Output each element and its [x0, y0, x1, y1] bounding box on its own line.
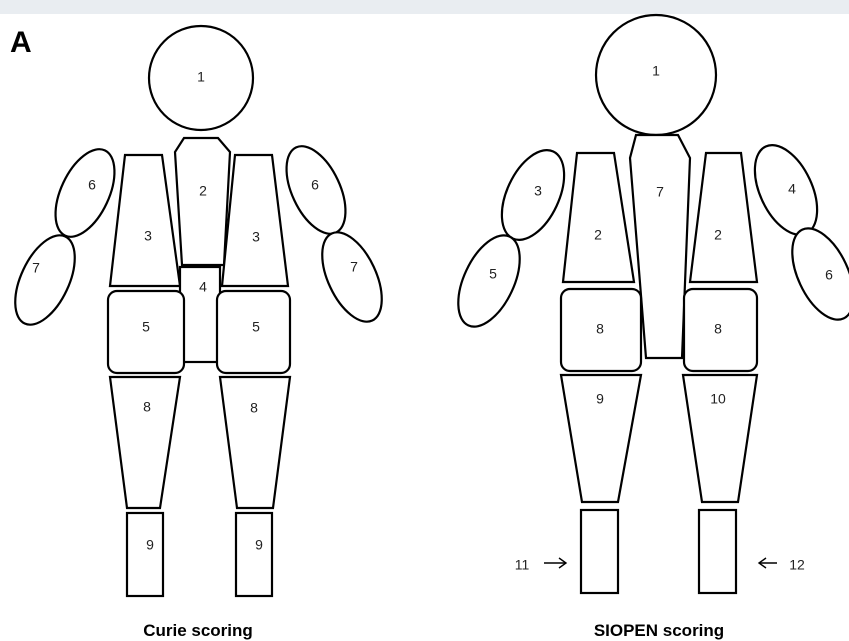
- siopen-spine-label: 7: [656, 184, 664, 200]
- siopen-left-upper-arm-label: 3: [534, 183, 542, 199]
- curie-right-upper-torso: [222, 155, 288, 286]
- siopen-left-thigh-label: 9: [596, 391, 604, 407]
- siopen-head-label: 1: [652, 63, 660, 79]
- curie-right-thigh-label: 8: [250, 400, 258, 416]
- curie-left-upper-torso: [110, 155, 180, 286]
- siopen-right-forearm-label: 6: [825, 267, 833, 283]
- curie-left-leg: [127, 513, 163, 596]
- curie-left-pelvis-label: 5: [142, 319, 150, 335]
- curie-right-forearm: [310, 223, 394, 330]
- curie-head-label: 1: [197, 69, 205, 85]
- curie-right-leg: [236, 513, 272, 596]
- curie-left-upper-arm-label: 6: [88, 177, 96, 193]
- curie-right-thigh: [220, 377, 290, 508]
- curie-caption: Curie scoring: [143, 621, 253, 640]
- siopen-right-leg: [699, 510, 736, 593]
- siopen-left-leg-label: 11: [515, 557, 530, 573]
- siopen-right-leg-label: 12: [789, 557, 805, 573]
- curie-left-upper-arm: [43, 140, 126, 245]
- siopen-left-pelvis-label: 8: [596, 321, 604, 337]
- siopen-right-upper-torso: [690, 153, 757, 282]
- curie-neck-chest-label: 2: [199, 183, 207, 199]
- siopen-right-upper-arm: [742, 136, 830, 245]
- curie-left-forearm-label: 7: [32, 260, 40, 276]
- siopen-right-upper-torso-label: 2: [714, 227, 722, 243]
- curie-left-thigh: [110, 377, 180, 508]
- siopen-right-pelvis-label: 8: [714, 321, 722, 337]
- siopen-caption: SIOPEN scoring: [594, 621, 724, 640]
- curie-mid-abdomen-label: 4: [199, 279, 207, 295]
- siopen-left-leg-arrow: [544, 558, 566, 568]
- siopen-right-upper-arm-label: 4: [788, 181, 796, 197]
- curie-left-leg-label: 9: [146, 537, 154, 553]
- curie-left-thigh-label: 8: [143, 399, 151, 415]
- siopen-left-upper-torso: [563, 153, 634, 282]
- curie-left-upper-torso-label: 3: [144, 228, 152, 244]
- siopen-left-leg: [581, 510, 618, 593]
- siopen-left-upper-arm: [489, 141, 577, 250]
- curie-left-forearm: [3, 226, 87, 333]
- curie-right-pelvis-label: 5: [252, 319, 260, 335]
- siopen-right-thigh-label: 10: [710, 391, 726, 407]
- curie-neck-chest: [175, 138, 230, 265]
- panel-letter: A: [10, 26, 32, 59]
- curie-right-forearm-label: 7: [350, 259, 358, 275]
- siopen-left-upper-torso-label: 2: [594, 227, 602, 243]
- siopen-left-forearm-label: 5: [489, 266, 497, 282]
- curie-right-upper-arm-label: 6: [311, 177, 319, 193]
- siopen-right-leg-arrow: [759, 558, 777, 568]
- curie-right-leg-label: 9: [255, 537, 263, 553]
- curie-figure: 1 2 3 3 4 5 5 6 6 7 7 8 8 9 9 Curie scor…: [3, 26, 394, 640]
- siopen-right-forearm: [780, 219, 849, 329]
- siopen-figure: 1 7 2 2 8 8 3 4 5 6 9 10 11: [446, 15, 849, 640]
- curie-right-upper-torso-label: 3: [252, 229, 260, 245]
